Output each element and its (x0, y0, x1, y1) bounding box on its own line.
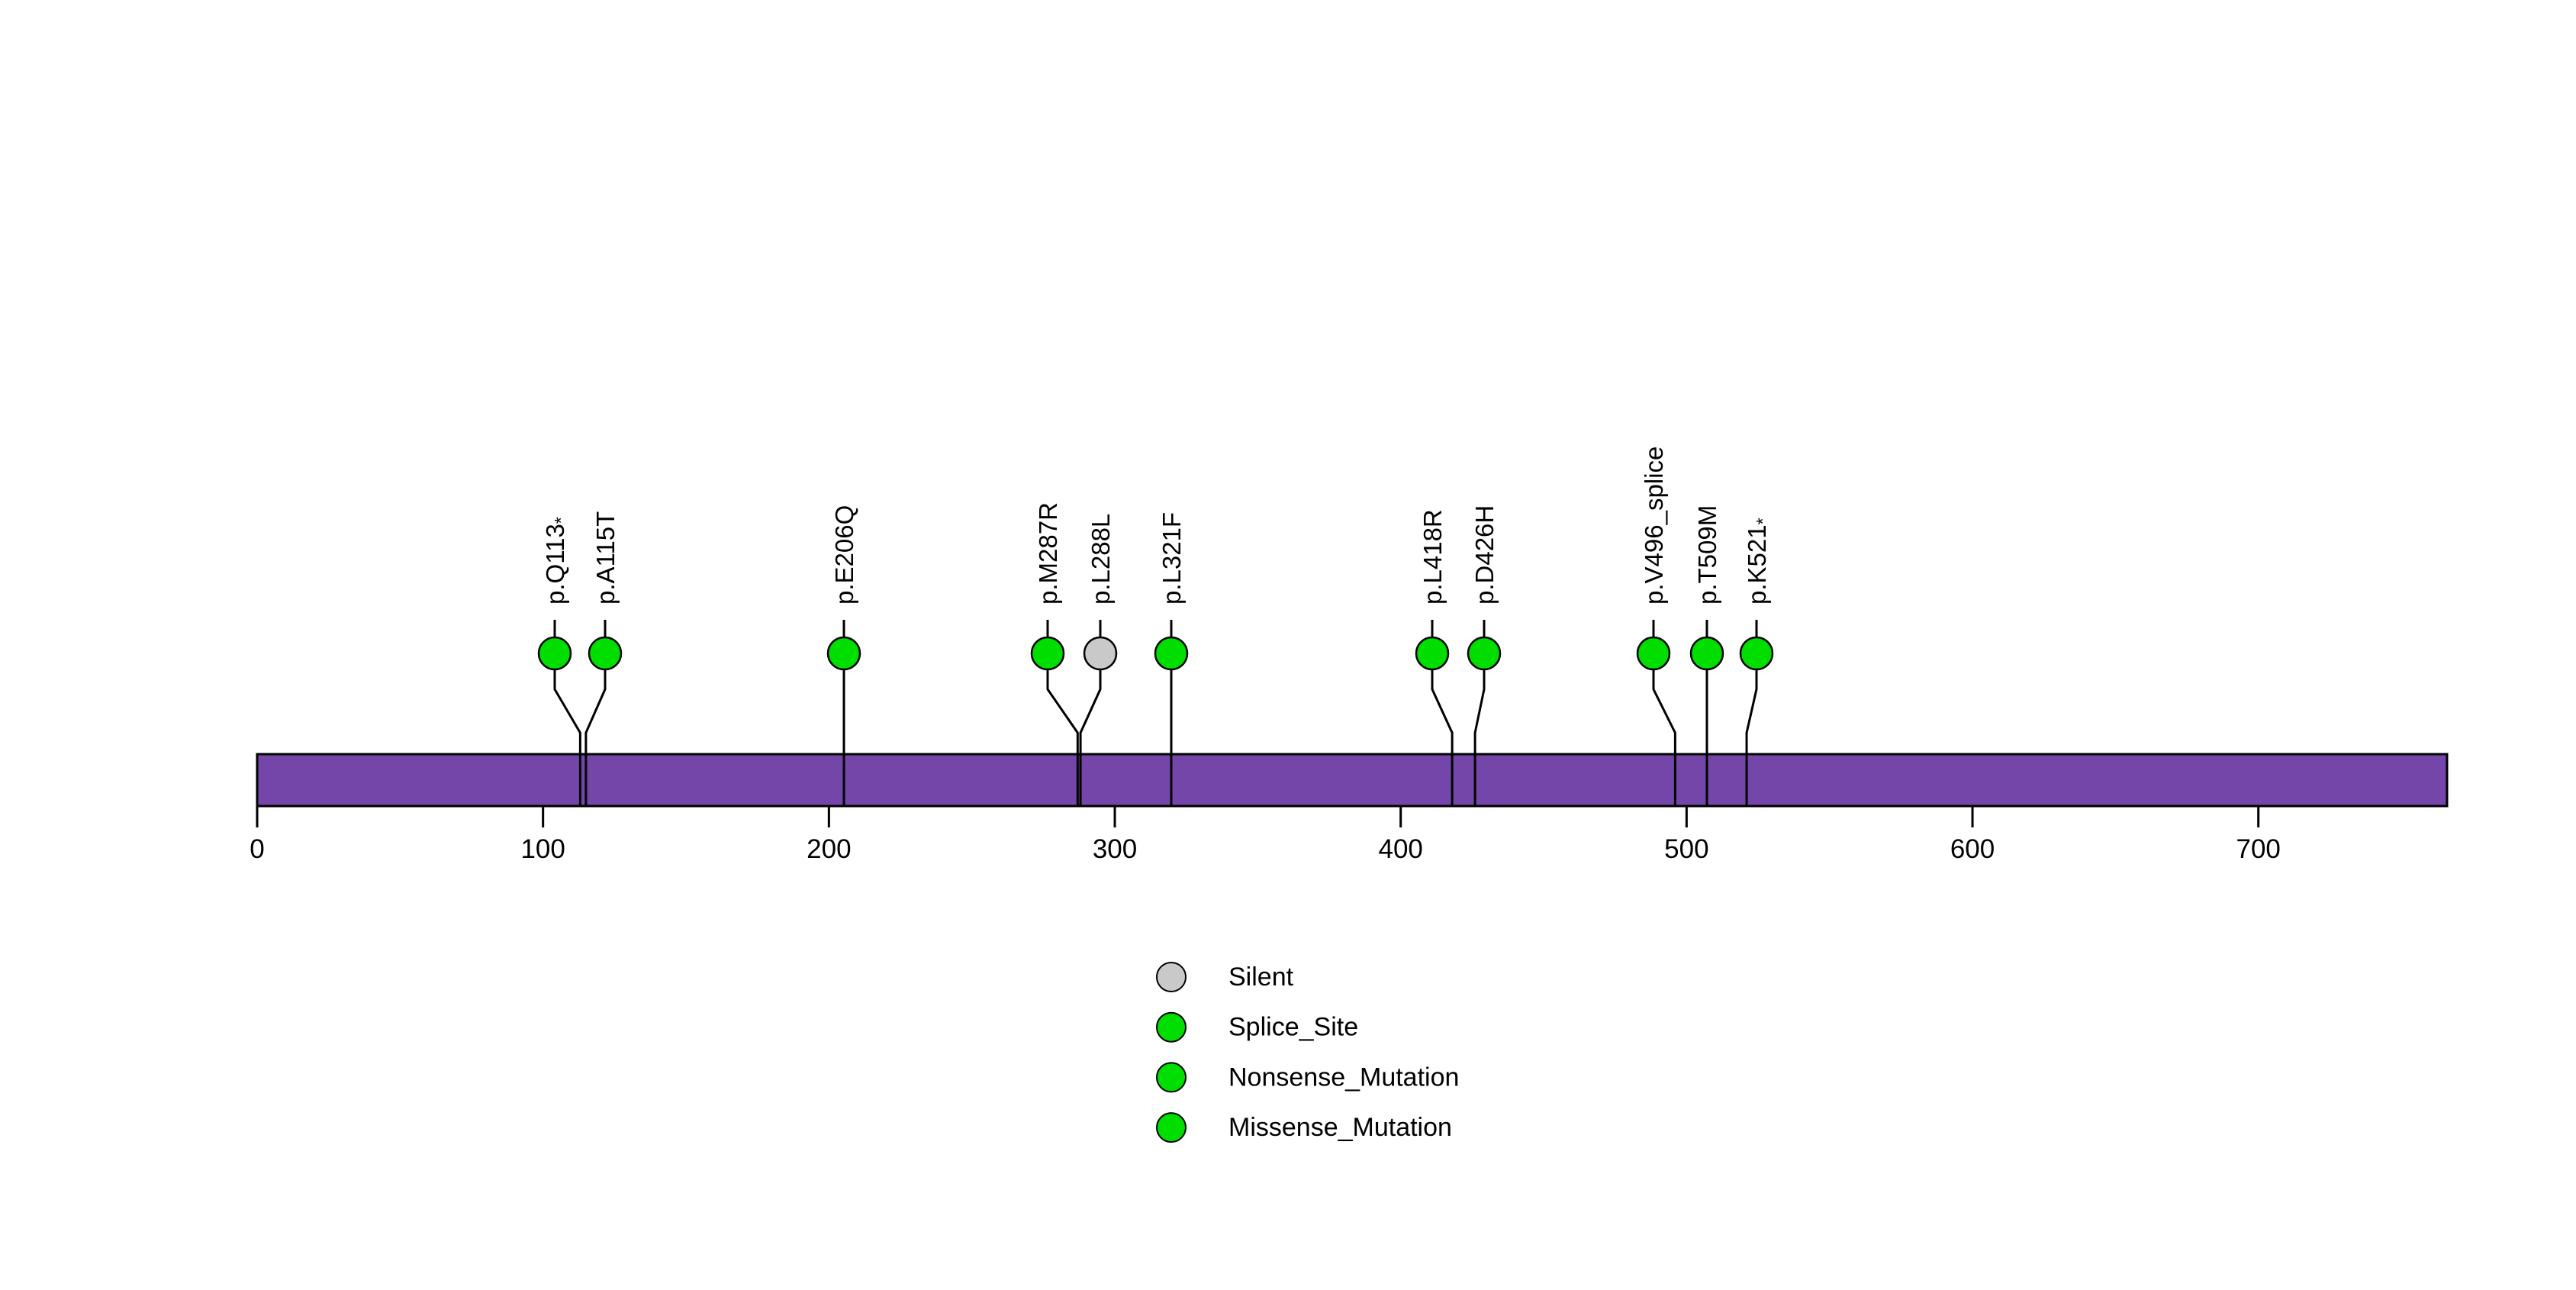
legend-swatch (1156, 1011, 1187, 1043)
axis-tick-label: 500 (1664, 834, 1708, 864)
axis-tick-label: 0 (250, 834, 264, 864)
lollipop-stem (1652, 669, 1676, 806)
mutation-marker (1739, 636, 1774, 671)
axis-tick-label: 600 (1950, 834, 1995, 864)
axis-tick-label: 100 (520, 834, 565, 864)
mutation-marker (826, 636, 861, 671)
mutation-label: p.L321F (1158, 512, 1186, 605)
legend-item-label: Nonsense_Mutation (1228, 1063, 1459, 1092)
mutation-label: p.E206Q (830, 505, 858, 605)
mutation-label: p.L288L (1087, 514, 1115, 605)
legend-swatch (1156, 1112, 1187, 1143)
protein-backbone (256, 753, 2449, 808)
mutation-marker (1689, 636, 1724, 671)
mutation-marker (1083, 636, 1118, 671)
legend-item-label: Splice_Site (1228, 1013, 1358, 1042)
lollipop-stem (1745, 669, 1758, 806)
lollipop-stem (1046, 669, 1079, 806)
axis-tick-label: 700 (2236, 834, 2281, 864)
mutation-marker (1467, 636, 1502, 671)
legend-item-label: Silent (1228, 963, 1294, 992)
mutation-marker (1636, 636, 1671, 671)
mutation-label: p.D426H (1470, 505, 1499, 605)
mutation-marker (537, 636, 572, 671)
mutation-marker (1154, 636, 1189, 671)
legend-item-label: Missense_Mutation (1228, 1113, 1452, 1142)
legend-swatch (1156, 1062, 1187, 1093)
mutation-marker (588, 636, 623, 671)
legend-swatch (1156, 962, 1187, 992)
mutation-label: p.T509M (1693, 505, 1721, 605)
x-axis: 0 100 200 300 400 500 600 700 (250, 806, 2281, 864)
mutation-label: p.L418R (1418, 509, 1447, 605)
lollipop-stems (553, 620, 1758, 806)
axis-tick-label: 200 (807, 834, 851, 864)
mutation-marker (1030, 636, 1065, 671)
mutation-label: p.V496_splice (1640, 447, 1668, 605)
mutation-label: p.M287R (1034, 502, 1062, 605)
lollipop-stem (1079, 669, 1102, 806)
protein-backbone-rect (256, 753, 2449, 808)
lollipop-stem (1431, 669, 1454, 806)
mutation-label: p.A115T (591, 511, 620, 605)
mutation-labels: p.Q113* p.A115T p.E206Q p.M287R p.L288L p.L32… (541, 447, 1773, 605)
mutation-marker (1415, 636, 1450, 671)
legend: SilentSplice_SiteNonsense_MutationMissen… (1156, 962, 1459, 1143)
lollipop-stem (584, 669, 607, 806)
lollipop-stem (553, 669, 581, 806)
mutation-label: p.K521* (1743, 518, 1773, 605)
axis-tick-label: 400 (1378, 834, 1422, 864)
lollipop-stem (1473, 669, 1486, 806)
mutation-markers (537, 636, 1774, 671)
mutation-label: p.Q113* (541, 517, 572, 605)
axis-tick-label: 300 (1093, 834, 1137, 864)
